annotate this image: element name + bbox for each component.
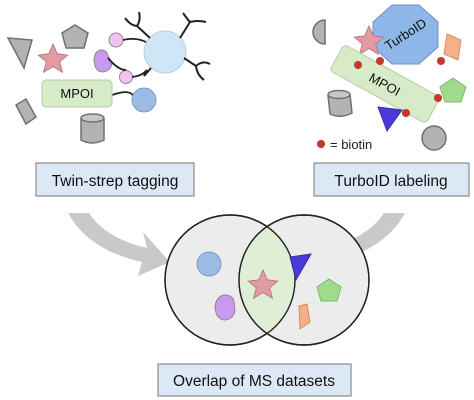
blue-circle-icon [196, 251, 222, 277]
biotin-dot [437, 57, 445, 65]
biotin-legend-text: = biotin [330, 137, 372, 152]
biotin-dot [402, 109, 410, 117]
gray-diamond-icon [15, 97, 37, 126]
green-pentagon-icon [316, 278, 342, 302]
overlap-label: Overlap of MS datasets [173, 373, 335, 390]
twin-strep-label: Twin-strep tagging [52, 173, 179, 190]
venn-diagram [164, 214, 370, 346]
blue-triangle-icon [289, 253, 312, 282]
result-label-box [157, 363, 352, 397]
gray-triangle-icon [6, 37, 33, 70]
left-arrow-icon [68, 213, 170, 276]
orange-diamond-icon [443, 33, 462, 61]
gray-circle-icon [421, 125, 447, 151]
biotin-dot [376, 57, 384, 65]
gray-cylinder-icon [80, 113, 105, 144]
purple-drop-icon [214, 294, 236, 321]
blue-triangle-icon [377, 106, 403, 133]
turboid-labeling-label: TurboID labeling [334, 173, 447, 190]
biotin-dot [354, 61, 362, 69]
pink-star-icon [353, 24, 385, 56]
result-label-group: Overlap of MS datasets [157, 363, 352, 397]
connector-line [107, 57, 127, 71]
mpoi-label: MPOI [60, 86, 93, 101]
mpoi-box [41, 79, 113, 108]
blue-circle-icon [131, 87, 157, 113]
pink-star-icon [37, 42, 69, 74]
bead-circle-icon [143, 30, 187, 74]
connector-line [111, 91, 135, 99]
gray-semicircle-icon [312, 19, 326, 45]
gray-pentagon-icon [61, 24, 89, 49]
turboid-octagon: TurboID [372, 4, 439, 65]
purple-drop-icon [93, 49, 113, 73]
right-panel: TurboID MPOI = biotin TurboID [312, 4, 470, 197]
venn-overlap-region [239, 215, 295, 345]
biotin-legend-dot [317, 140, 325, 148]
biotin-dot [434, 94, 442, 102]
gray-cylinder-icon [327, 89, 353, 117]
strep-arms-icon [124, 11, 211, 81]
green-pentagon-icon [439, 77, 467, 103]
light-pink-circle-icon [108, 32, 124, 48]
left-panel: MPOI Twin-strep tagging [6, 11, 211, 197]
method-label-box [313, 162, 470, 197]
orange-diamond-icon [298, 303, 311, 330]
method-label-box [35, 162, 195, 197]
pink-star-icon [247, 268, 279, 300]
light-pink-circle-icon [119, 70, 133, 84]
